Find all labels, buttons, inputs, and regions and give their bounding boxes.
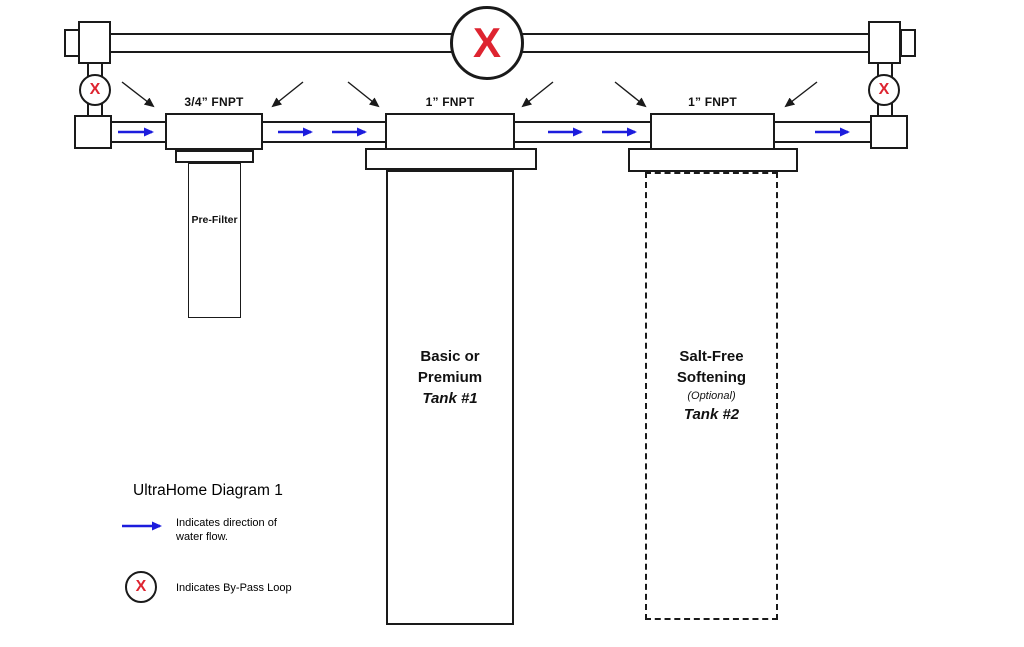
tank2-body (645, 172, 778, 620)
tank1-head (385, 113, 515, 150)
main-right-coupling (870, 115, 908, 149)
tank2-label: Salt-Free Softening (Optional) Tank #2 (645, 346, 778, 425)
tank2-head (650, 113, 775, 150)
pointer-arrow-prefilter-inlet (121, 81, 155, 108)
legend-bypass-symbol: X (125, 571, 157, 603)
bypass-right-end-cap (900, 29, 916, 57)
prefilter-housing: Pre-Filter (188, 163, 241, 318)
tank1-port-label: 1” FNPT (425, 95, 475, 109)
right-bypass-x-icon: X (878, 81, 890, 98)
legend-flow-text-line1: Indicates direction of (176, 517, 277, 529)
tank2-label-line4: Tank #2 (683, 406, 740, 423)
tank2-collar (628, 148, 798, 172)
legend-bypass-text: Indicates By-Pass Loop (176, 582, 292, 594)
tank1-label-line2: Premium (417, 369, 483, 386)
legend-bypass-x-icon: X (135, 578, 147, 595)
tank2-port-label: 1” FNPT (688, 95, 737, 109)
tank2-label-line3: (Optional) (687, 390, 736, 402)
tank1-label-line3: Tank #1 (422, 390, 478, 407)
bypass-left-coupling (78, 21, 111, 64)
tank1-label: Basic or Premium Tank #1 (386, 346, 514, 409)
prefilter-collar (175, 150, 254, 163)
tank2-label-line2: Softening (676, 369, 747, 386)
left-bypass-valve: X (79, 74, 111, 106)
bypass-right-coupling (868, 21, 901, 64)
pointer-arrow-tank2-outlet (784, 81, 818, 108)
tank2-label-line1: Salt-Free (679, 348, 744, 365)
bypass-x-icon: X (472, 19, 501, 66)
tank1-body (386, 170, 514, 625)
pointer-arrow-tank2-inlet (614, 81, 647, 108)
legend-flow-text-line2: water flow. (176, 531, 228, 543)
diagram-title: UltraHome Diagram 1 (133, 482, 283, 499)
pointer-arrow-tank1-outlet (521, 81, 554, 108)
prefilter-label: Pre-Filter (191, 214, 238, 226)
main-left-coupling (74, 115, 112, 149)
tank1-label-line1: Basic or (420, 348, 480, 365)
bypass-loop-valve: X (450, 6, 524, 80)
left-bypass-x-icon: X (89, 81, 101, 98)
prefilter-port-label: 3/4” FNPT (184, 95, 244, 109)
tank1-collar (365, 148, 537, 170)
pointer-arrow-prefilter-outlet (271, 81, 304, 108)
right-bypass-valve: X (868, 74, 900, 106)
pointer-arrow-tank1-inlet (347, 81, 380, 108)
legend-flow-text: Indicates direction of water flow. (176, 516, 277, 544)
prefilter-head (165, 113, 263, 150)
